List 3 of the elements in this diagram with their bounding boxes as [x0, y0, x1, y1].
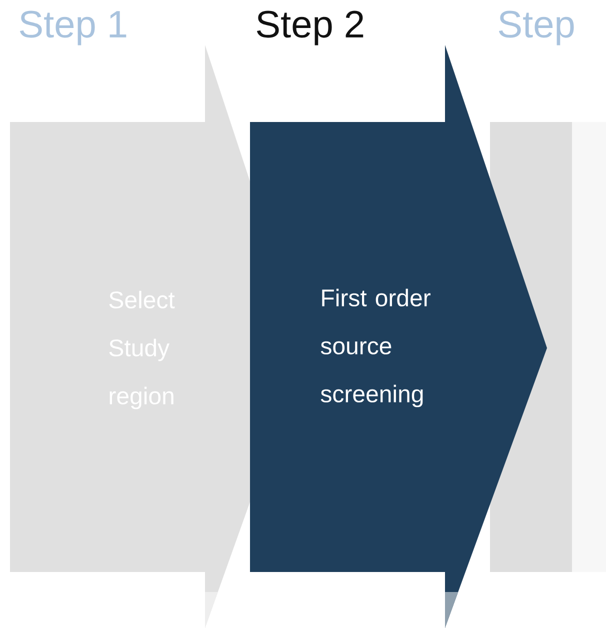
node-label: Step 1 — [20, 10, 126, 46]
node-label: Step — [498, 10, 574, 46]
node-label: Step 2 — [256, 10, 364, 46]
